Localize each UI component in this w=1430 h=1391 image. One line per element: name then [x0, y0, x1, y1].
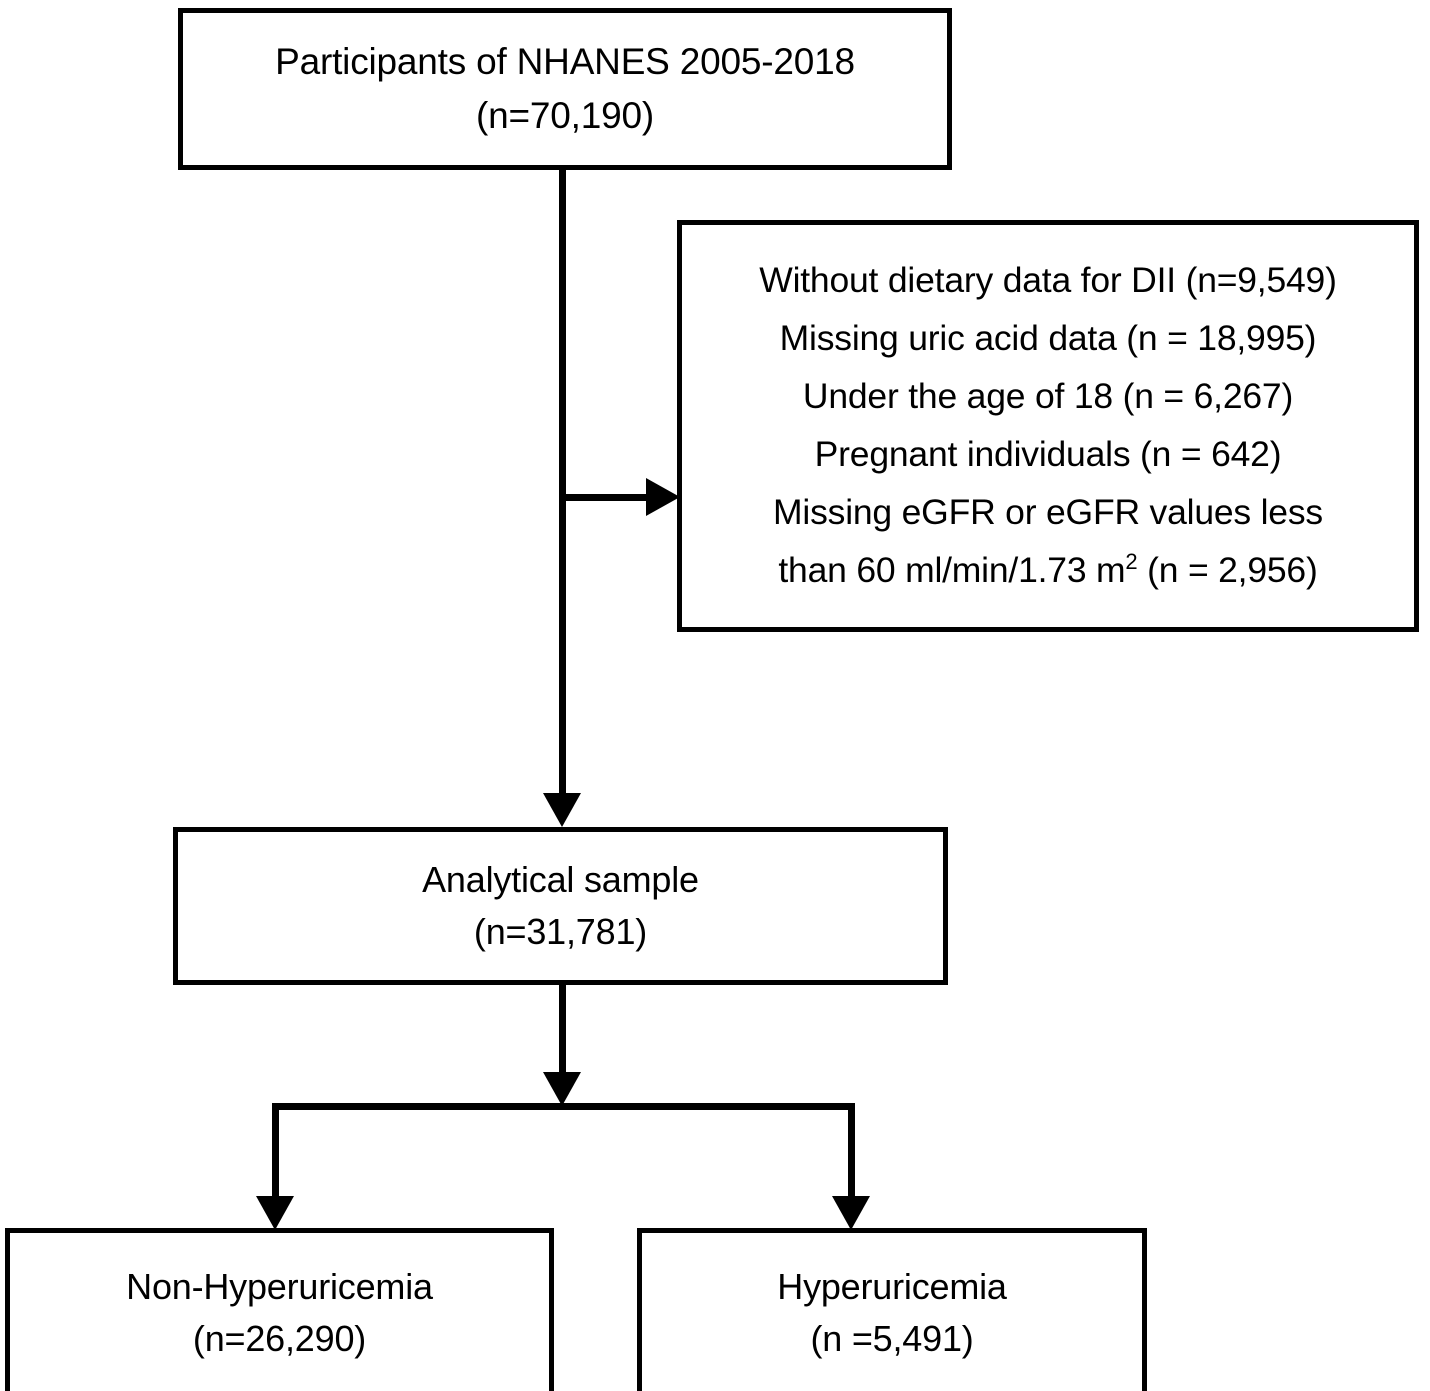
node-non-hyperuricemia-label: Non-Hyperuricemia	[126, 1265, 433, 1307]
node-hyperuricemia-count: (n =5,491)	[810, 1318, 974, 1359]
node-participants-source: Participants of NHANES 2005-2018 (n=70,1…	[178, 8, 952, 170]
node-analytical-sample: Analytical sample (n=31,781)	[173, 827, 948, 985]
connector-analytic-fork-bar	[272, 1103, 855, 1110]
exclusion-item-egfr-line1: Missing eGFR or eGFR values less	[773, 491, 1323, 532]
connector-source-to-analytic	[559, 170, 566, 796]
node-participants-source-label: Participants of NHANES 2005-2018	[275, 41, 855, 83]
node-hyperuricemia: Hyperuricemia (n =5,491)	[637, 1228, 1147, 1391]
arrowhead-to-hyperuricemia	[832, 1196, 870, 1230]
node-exclusion-criteria: Without dietary data for DII (n=9,549) M…	[677, 220, 1419, 632]
connector-fork-left-arm	[272, 1103, 279, 1203]
exclusion-item-egfr-superscript: 2	[1125, 548, 1138, 574]
node-analytical-sample-count: (n=31,781)	[473, 911, 648, 952]
connector-source-to-exclusions	[559, 494, 659, 501]
node-non-hyperuricemia-count: (n=26,290)	[192, 1318, 367, 1359]
arrowhead-fork-midpoint	[543, 1072, 581, 1106]
exclusion-item-egfr-line2-pre: than 60 ml/min/1.73 m	[778, 549, 1126, 590]
exclusion-item-uric-acid: Missing uric acid data (n = 18,995)	[779, 318, 1317, 359]
connector-fork-right-arm	[848, 1103, 855, 1203]
arrowhead-to-exclusions	[646, 478, 680, 516]
node-participants-source-count: (n=70,190)	[476, 95, 654, 136]
arrowhead-to-analytic-sample	[543, 793, 581, 827]
connector-analytic-fork-stem	[559, 985, 566, 1085]
exclusion-item-egfr-line2: than 60 ml/min/1.73 m2 (n = 2,956)	[778, 542, 1317, 600]
arrowhead-to-non-hyperuricemia	[256, 1196, 294, 1230]
exclusion-item-pregnant: Pregnant individuals (n = 642)	[814, 434, 1282, 474]
exclusion-item-dietary: Without dietary data for DII (n=9,549)	[759, 260, 1337, 301]
node-hyperuricemia-label: Hyperuricemia	[777, 1265, 1007, 1307]
exclusion-item-under-18: Under the age of 18 (n = 6,267)	[802, 376, 1294, 417]
node-analytical-sample-label: Analytical sample	[422, 858, 699, 900]
exclusion-item-egfr-line2-post: (n = 2,956)	[1137, 549, 1318, 590]
node-non-hyperuricemia: Non-Hyperuricemia (n=26,290)	[5, 1228, 554, 1391]
